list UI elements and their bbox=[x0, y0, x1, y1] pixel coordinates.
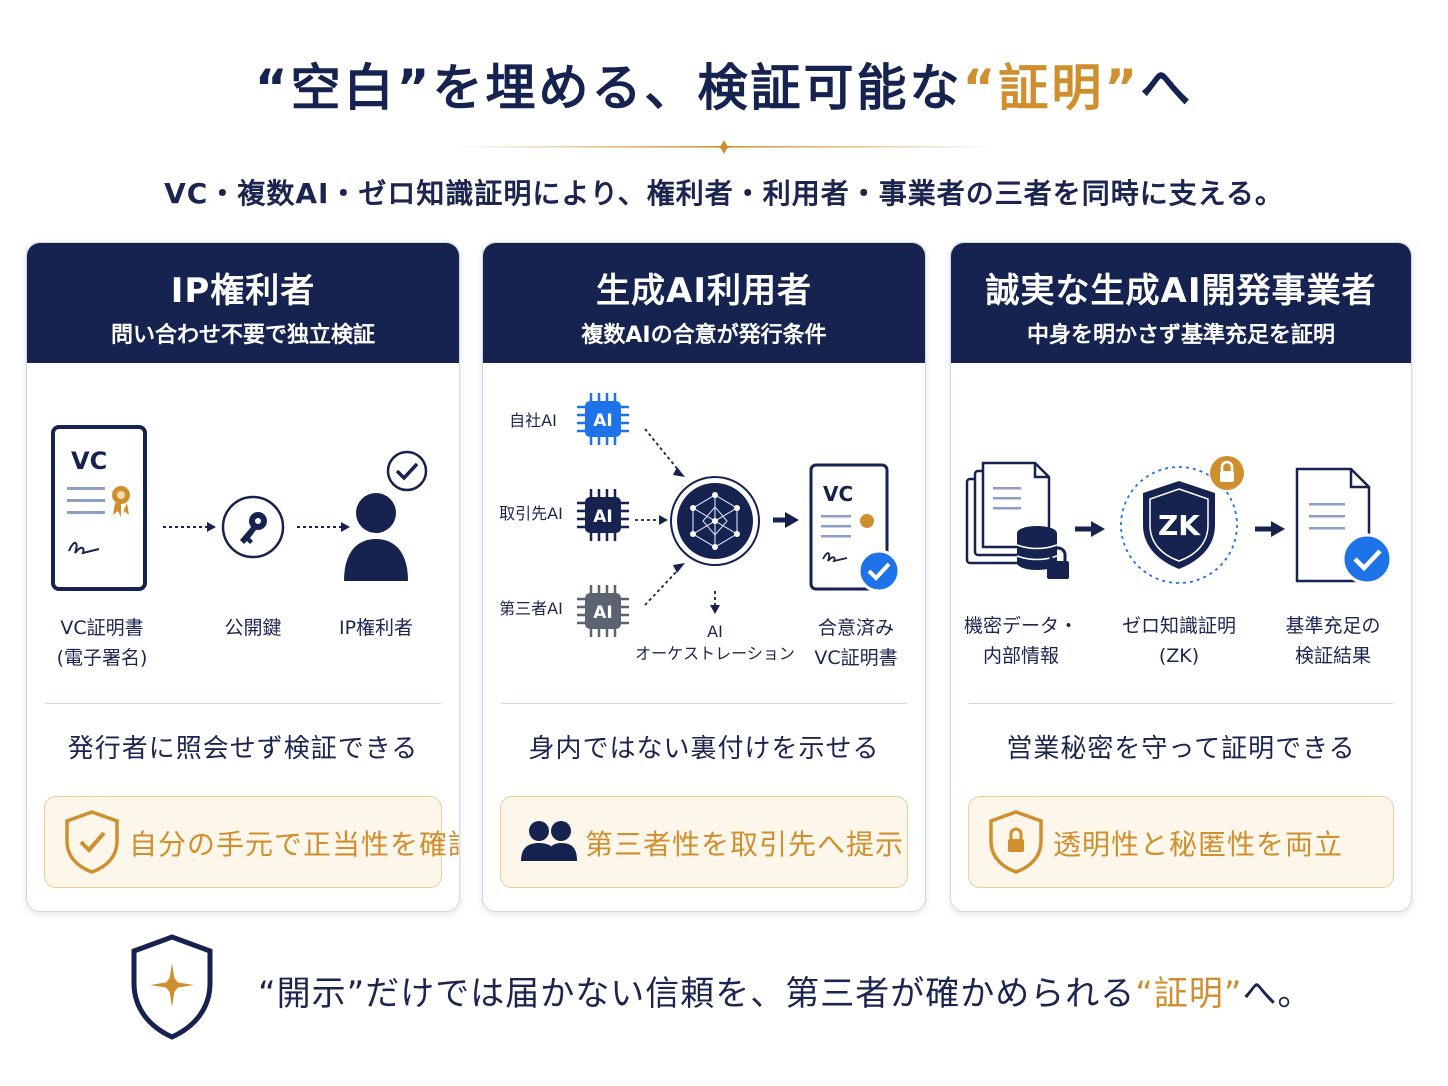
panel-illustration: VC VC証明書 bbox=[27, 383, 459, 683]
svg-text:AI: AI bbox=[593, 507, 612, 527]
section-divider bbox=[969, 703, 1393, 704]
vc-document-icon: VC bbox=[809, 463, 901, 593]
panel-illustration: 自社AI 取引先AI 第三者AI AI AI AI bbox=[483, 383, 925, 683]
vc-document-icon: VC bbox=[51, 425, 147, 591]
partner-ai-label: 取引先AI bbox=[499, 504, 563, 523]
result-document-icon bbox=[1295, 467, 1393, 585]
panel-honest-ai-developer: 誠実な生成AI開発事業者 中身を明かさず基準充足を証明 ZK bbox=[950, 242, 1412, 912]
panel-header: 生成AI利用者 複数AIの合意が発行条件 bbox=[483, 243, 925, 363]
third-party-ai-label: 第三者AI bbox=[499, 599, 563, 618]
check-icon bbox=[386, 450, 428, 492]
people-icon bbox=[521, 821, 577, 861]
panel-subtitle: 複数AIの合意が発行条件 bbox=[581, 323, 827, 348]
panel-title: IP権利者 bbox=[170, 271, 316, 311]
arrow-icon bbox=[1075, 521, 1105, 537]
documents-database-icon bbox=[965, 461, 1069, 579]
panel-statement: 発行者に照会せず検証できる bbox=[67, 734, 419, 764]
network-hub-icon bbox=[670, 476, 760, 566]
arrow-icon bbox=[1255, 521, 1285, 537]
ai-chip-icon: AI bbox=[577, 393, 629, 445]
badge-text: 自分の手元で正当性を確認 bbox=[129, 828, 460, 861]
subtitle: VC・複数AI・ゼロ知識証明により、権利者・利用者・事業者の三者を同時に支える。 bbox=[164, 177, 1284, 210]
panel-statement: 営業秘密を守って証明できる bbox=[1006, 734, 1356, 764]
svg-text:AI: AI bbox=[593, 603, 612, 623]
shield-check-icon bbox=[65, 810, 119, 874]
badge-text: 第三者性を取引先へ提示 bbox=[585, 828, 905, 861]
panel-statement: 身内ではない裏付けを示せる bbox=[528, 734, 880, 764]
shield-star-icon bbox=[131, 934, 213, 1040]
ip-holder-label: IP権利者 bbox=[338, 617, 414, 639]
panel-ip-rights-holder: IP権利者 問い合わせ不要で独立検証 VC bbox=[26, 242, 460, 912]
panel-header: IP権利者 問い合わせ不要で独立検証 bbox=[27, 243, 459, 363]
person-icon bbox=[344, 493, 408, 581]
shield-lock-icon bbox=[989, 810, 1043, 874]
svg-text:ZK: ZK bbox=[1158, 509, 1201, 542]
page-title: “空白”を埋める、検証可能な“証明”へ bbox=[254, 59, 1194, 117]
footer-message: “開示”だけでは届かない信頼を、第三者が確かめられる“証明”へ。 bbox=[258, 974, 1313, 1014]
panel-subtitle: 問い合わせ不要で独立検証 bbox=[110, 323, 375, 348]
key-icon bbox=[221, 495, 285, 559]
verification-result-label: 基準充足の検証結果 bbox=[1285, 615, 1381, 667]
svg-text:VC: VC bbox=[71, 447, 107, 475]
flow-arrows bbox=[635, 428, 799, 614]
lock-icon bbox=[1210, 456, 1244, 490]
section-divider bbox=[501, 703, 907, 704]
arrow-icon bbox=[297, 522, 350, 532]
ai-chip-icon: AI bbox=[577, 585, 629, 637]
arrow-icon bbox=[163, 522, 216, 532]
svg-text:VC: VC bbox=[823, 482, 853, 506]
own-ai-label: 自社AI bbox=[509, 411, 557, 430]
public-key-label: 公開鍵 bbox=[224, 617, 282, 639]
panel-header: 誠実な生成AI開発事業者 中身を明かさず基準充足を証明 bbox=[951, 243, 1411, 363]
panel-title: 誠実な生成AI開発事業者 bbox=[985, 271, 1377, 311]
confidential-data-label: 機密データ・内部情報 bbox=[963, 615, 1078, 667]
svg-text:AI: AI bbox=[593, 411, 612, 431]
ai-chip-icon: AI bbox=[577, 489, 629, 541]
zk-shield-icon: ZK bbox=[1120, 466, 1238, 584]
vc-certificate-label: VC証明書(電子署名) bbox=[56, 617, 148, 669]
zk-proof-label: ゼロ知識証明(ZK) bbox=[1121, 615, 1236, 667]
benefit-badge: 第三者性を取引先へ提示 bbox=[500, 796, 908, 888]
benefit-badge: 自分の手元で正当性を確認 bbox=[44, 796, 460, 888]
panel-generative-ai-user: 生成AI利用者 複数AIの合意が発行条件 自社AI 取引先AI 第三者AI AI… bbox=[482, 242, 926, 912]
title-divider bbox=[452, 140, 996, 154]
panel-subtitle: 中身を明かさず基準充足を証明 bbox=[1026, 323, 1335, 348]
panel-title: 生成AI利用者 bbox=[596, 271, 812, 311]
section-divider bbox=[45, 703, 441, 704]
badge-text: 透明性と秘匿性を両立 bbox=[1053, 828, 1344, 861]
panel-illustration: ZK 機密データ・内部情報 ゼロ知識証明(ZK) 基準充足の検証結果 bbox=[951, 383, 1411, 683]
benefit-badge: 透明性と秘匿性を両立 bbox=[968, 796, 1394, 888]
